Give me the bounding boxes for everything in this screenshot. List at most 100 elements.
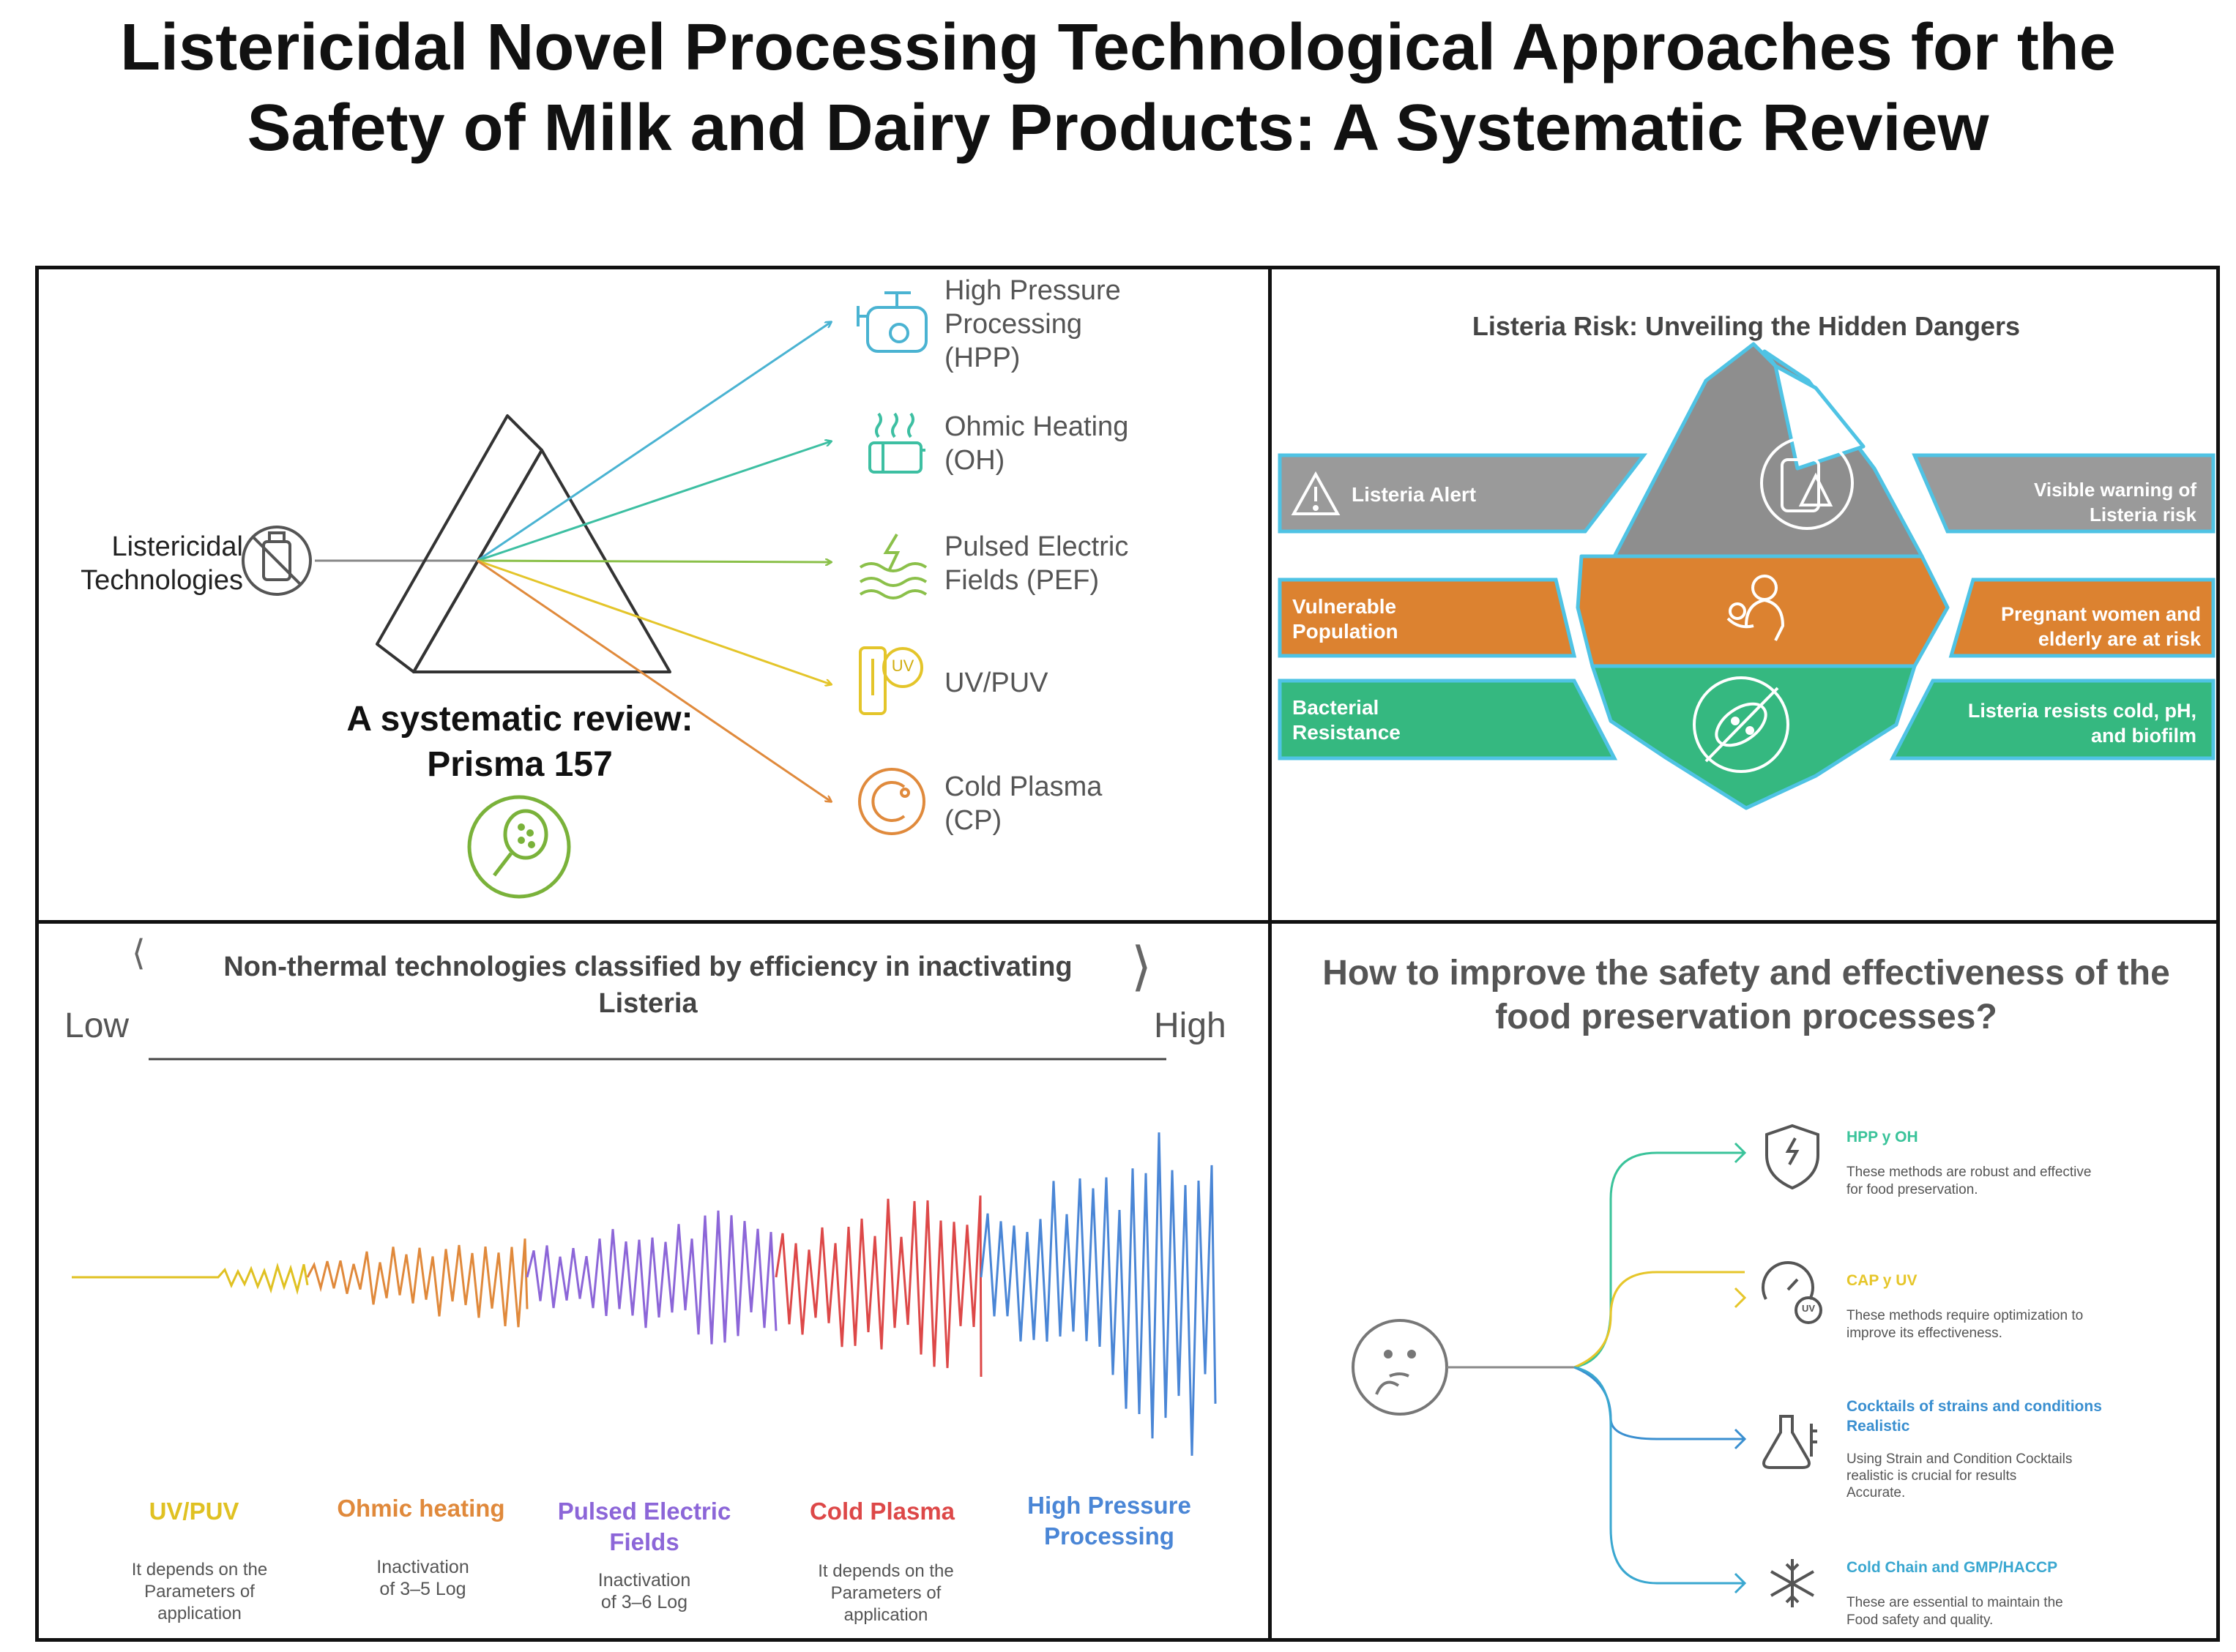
hpp-name: High Pressure Processing: [1003, 1490, 1215, 1552]
gauge-uv-text: UV: [1801, 1303, 1816, 1314]
gauge-uv-icon: [1762, 1261, 1822, 1324]
efficiency-wave-chart: [72, 1058, 1217, 1456]
cocktails-desc-3: Accurate.: [1846, 1485, 1906, 1500]
resists-line-2: and biofilm: [2091, 725, 2196, 747]
visible-warning-line-2: Listeria risk: [2090, 504, 2196, 526]
listeria-resists-label: Listeria resists cold, pH, and biofilm: [1933, 698, 2196, 748]
cold-plasma-name: Cold Plasma: [809, 1498, 955, 1525]
cocktails-heading: Cocktails of strains and conditions Real…: [1846, 1397, 2102, 1436]
chevron-right-icon: ⟩: [1131, 938, 1152, 996]
cp-desc-1: It depends on the: [818, 1561, 954, 1581]
cold-chain-desc-1: These are essential to maintain the: [1846, 1595, 2063, 1610]
alert-triangle-icon: [1291, 471, 1341, 515]
efficiency-title-line-1: Non-thermal technologies classified by e…: [223, 952, 1073, 982]
ohmic-desc-1: Inactivation: [376, 1557, 469, 1577]
plasma-circle-icon: [858, 768, 925, 835]
bacterial-line-2: Resistance: [1292, 721, 1401, 744]
efficiency-title-line-2: Listeria: [598, 988, 698, 1019]
page-title: Listericidal Novel Processing Technologi…: [0, 7, 2236, 168]
thinking-face-icon: [1352, 1319, 1448, 1416]
hpp-name-2: Processing: [1044, 1522, 1174, 1550]
review-label-line-1: A systematic review:: [346, 700, 693, 739]
improve-title: How to improve the safety and effectiven…: [1274, 952, 2218, 1039]
panel-divider-horizontal: [35, 920, 2220, 924]
improve-title-line-2: food preservation processes?: [1495, 998, 1997, 1036]
visible-warning-line-1: Visible warning of: [2033, 479, 2196, 501]
tech-label-hpp: High Pressure Processing (HPP): [944, 274, 1121, 375]
cap-uv-desc-2: improve its effectiveness.: [1846, 1326, 2002, 1341]
tech-oh-line-1: Ohmic Heating: [944, 411, 1129, 442]
tech-uv-line-1: UV/PUV: [944, 668, 1048, 698]
scale-high-label: High: [1154, 1006, 1226, 1045]
improve-title-line-1: How to improve the safety and effectiven…: [1322, 954, 2170, 993]
tech-label-uv: UV/PUV: [944, 666, 1048, 700]
heating-battery-icon: [868, 412, 925, 474]
snowflake-icon: [1770, 1559, 1814, 1607]
lightning-waves-icon: [859, 533, 928, 599]
tech-cp-line-1: Cold Plasma: [944, 771, 1103, 802]
cp-desc-3: application: [843, 1605, 928, 1625]
pef-desc-2: of 3–6 Log: [600, 1592, 688, 1612]
ray-oh: [477, 441, 831, 562]
wave-segment-uv: [72, 1262, 309, 1296]
review-label: A systematic review: Prisma 157: [322, 697, 718, 788]
pef-name-2: Fields: [609, 1528, 679, 1555]
uv-thermometer-icon: [859, 646, 923, 715]
iceberg-title: Listeria Risk: Unveiling the Hidden Dang…: [1472, 311, 2021, 341]
tech-label-cp: Cold Plasma (CP): [944, 770, 1102, 837]
efficiency-title: Non-thermal technologies classified by e…: [176, 949, 1120, 1022]
vulnerable-line-2: Population: [1292, 620, 1398, 643]
ohmic-desc: Inactivation of 3–5 Log: [329, 1556, 516, 1600]
no-bacteria-icon: [1693, 676, 1789, 773]
tech-cp-line-2: (CP): [944, 805, 1002, 836]
source-label: Listericidal Technologies: [44, 530, 243, 597]
iceberg-diagram: [1278, 342, 2215, 810]
visible-warning-label: Visible warning of Listeria risk: [1962, 477, 2196, 527]
cap-uv-heading: CAP y UV: [1846, 1272, 1918, 1289]
pef-desc: Inactivation of 3–6 Log: [560, 1569, 728, 1613]
wave-segment-ohmic: [306, 1238, 529, 1328]
uv-puv-desc: It depends on the Parameters of applicat…: [95, 1559, 304, 1625]
magnifier-review-icon: [467, 795, 571, 899]
hpp-oh-desc-1: These methods are robust and effective: [1846, 1165, 2092, 1180]
bacterial-resistance-label: Bacterial Resistance: [1292, 695, 1401, 745]
panel-divider-vertical: [1268, 266, 1272, 1642]
hpp-oh-desc: These methods are robust and effective f…: [1846, 1164, 2091, 1199]
panel-frame: [35, 266, 2220, 1642]
cp-desc-2: Parameters of: [830, 1583, 942, 1603]
cocktails-desc-2: realistic is crucial for results: [1846, 1468, 2017, 1484]
cocktails-desc: Using Strain and Condition Cocktails rea…: [1846, 1451, 2072, 1501]
pregnant-elderly-label: Pregnant women and elderly are at risk: [1962, 602, 2201, 651]
wave-segment-hpp: [980, 1132, 1217, 1456]
ray-cp: [477, 559, 831, 801]
milk-warning-icon: [1760, 436, 1854, 530]
pef-name-1: Pulsed Electric: [557, 1498, 731, 1525]
cap-uv-desc-1: These methods require optimization to: [1846, 1308, 2084, 1323]
title-line-1: Listericidal Novel Processing Technologi…: [120, 11, 2116, 84]
hpp-oh-desc-2: for food preservation.: [1846, 1182, 1978, 1197]
cocktails-desc-1: Using Strain and Condition Cocktails: [1846, 1451, 2073, 1467]
cap-uv-desc: These methods require optimization to im…: [1846, 1307, 2083, 1342]
uv-icon-text: UV: [891, 657, 914, 675]
no-bottle-icon: [242, 526, 312, 596]
source-label-line-2: Technologies: [81, 565, 243, 596]
tech-oh-line-2: (OH): [944, 445, 1005, 476]
cocktails-heading-2: Realistic: [1846, 1418, 1910, 1435]
ohmic-name: Ohmic heating: [337, 1495, 505, 1522]
listeria-alert-label: Listeria Alert: [1352, 483, 1477, 506]
pef-name: Pulsed Electric Fields: [538, 1496, 750, 1558]
vulnerable-population-label: Vulnerable Population: [1292, 594, 1398, 644]
mother-child-icon: [1726, 575, 1785, 641]
scale-low-label: Low: [64, 1006, 130, 1045]
wave-segment-pef: [526, 1210, 778, 1345]
tech-hpp-line-1: High Pressure: [944, 275, 1121, 306]
tech-label-oh: Ohmic Heating (OH): [944, 410, 1128, 477]
ray-pef: [477, 561, 831, 562]
cocktails-heading-1: Cocktails of strains and conditions: [1846, 1398, 2102, 1415]
cold-plasma-desc: It depends on the Parameters of applicat…: [783, 1561, 988, 1626]
ray-uv: [477, 559, 831, 684]
prism-shape: [376, 414, 671, 673]
ohmic-desc-2: of 3–5 Log: [379, 1579, 466, 1599]
tech-hpp-line-2: Processing: [944, 309, 1082, 340]
flask-icon: [1762, 1415, 1817, 1469]
